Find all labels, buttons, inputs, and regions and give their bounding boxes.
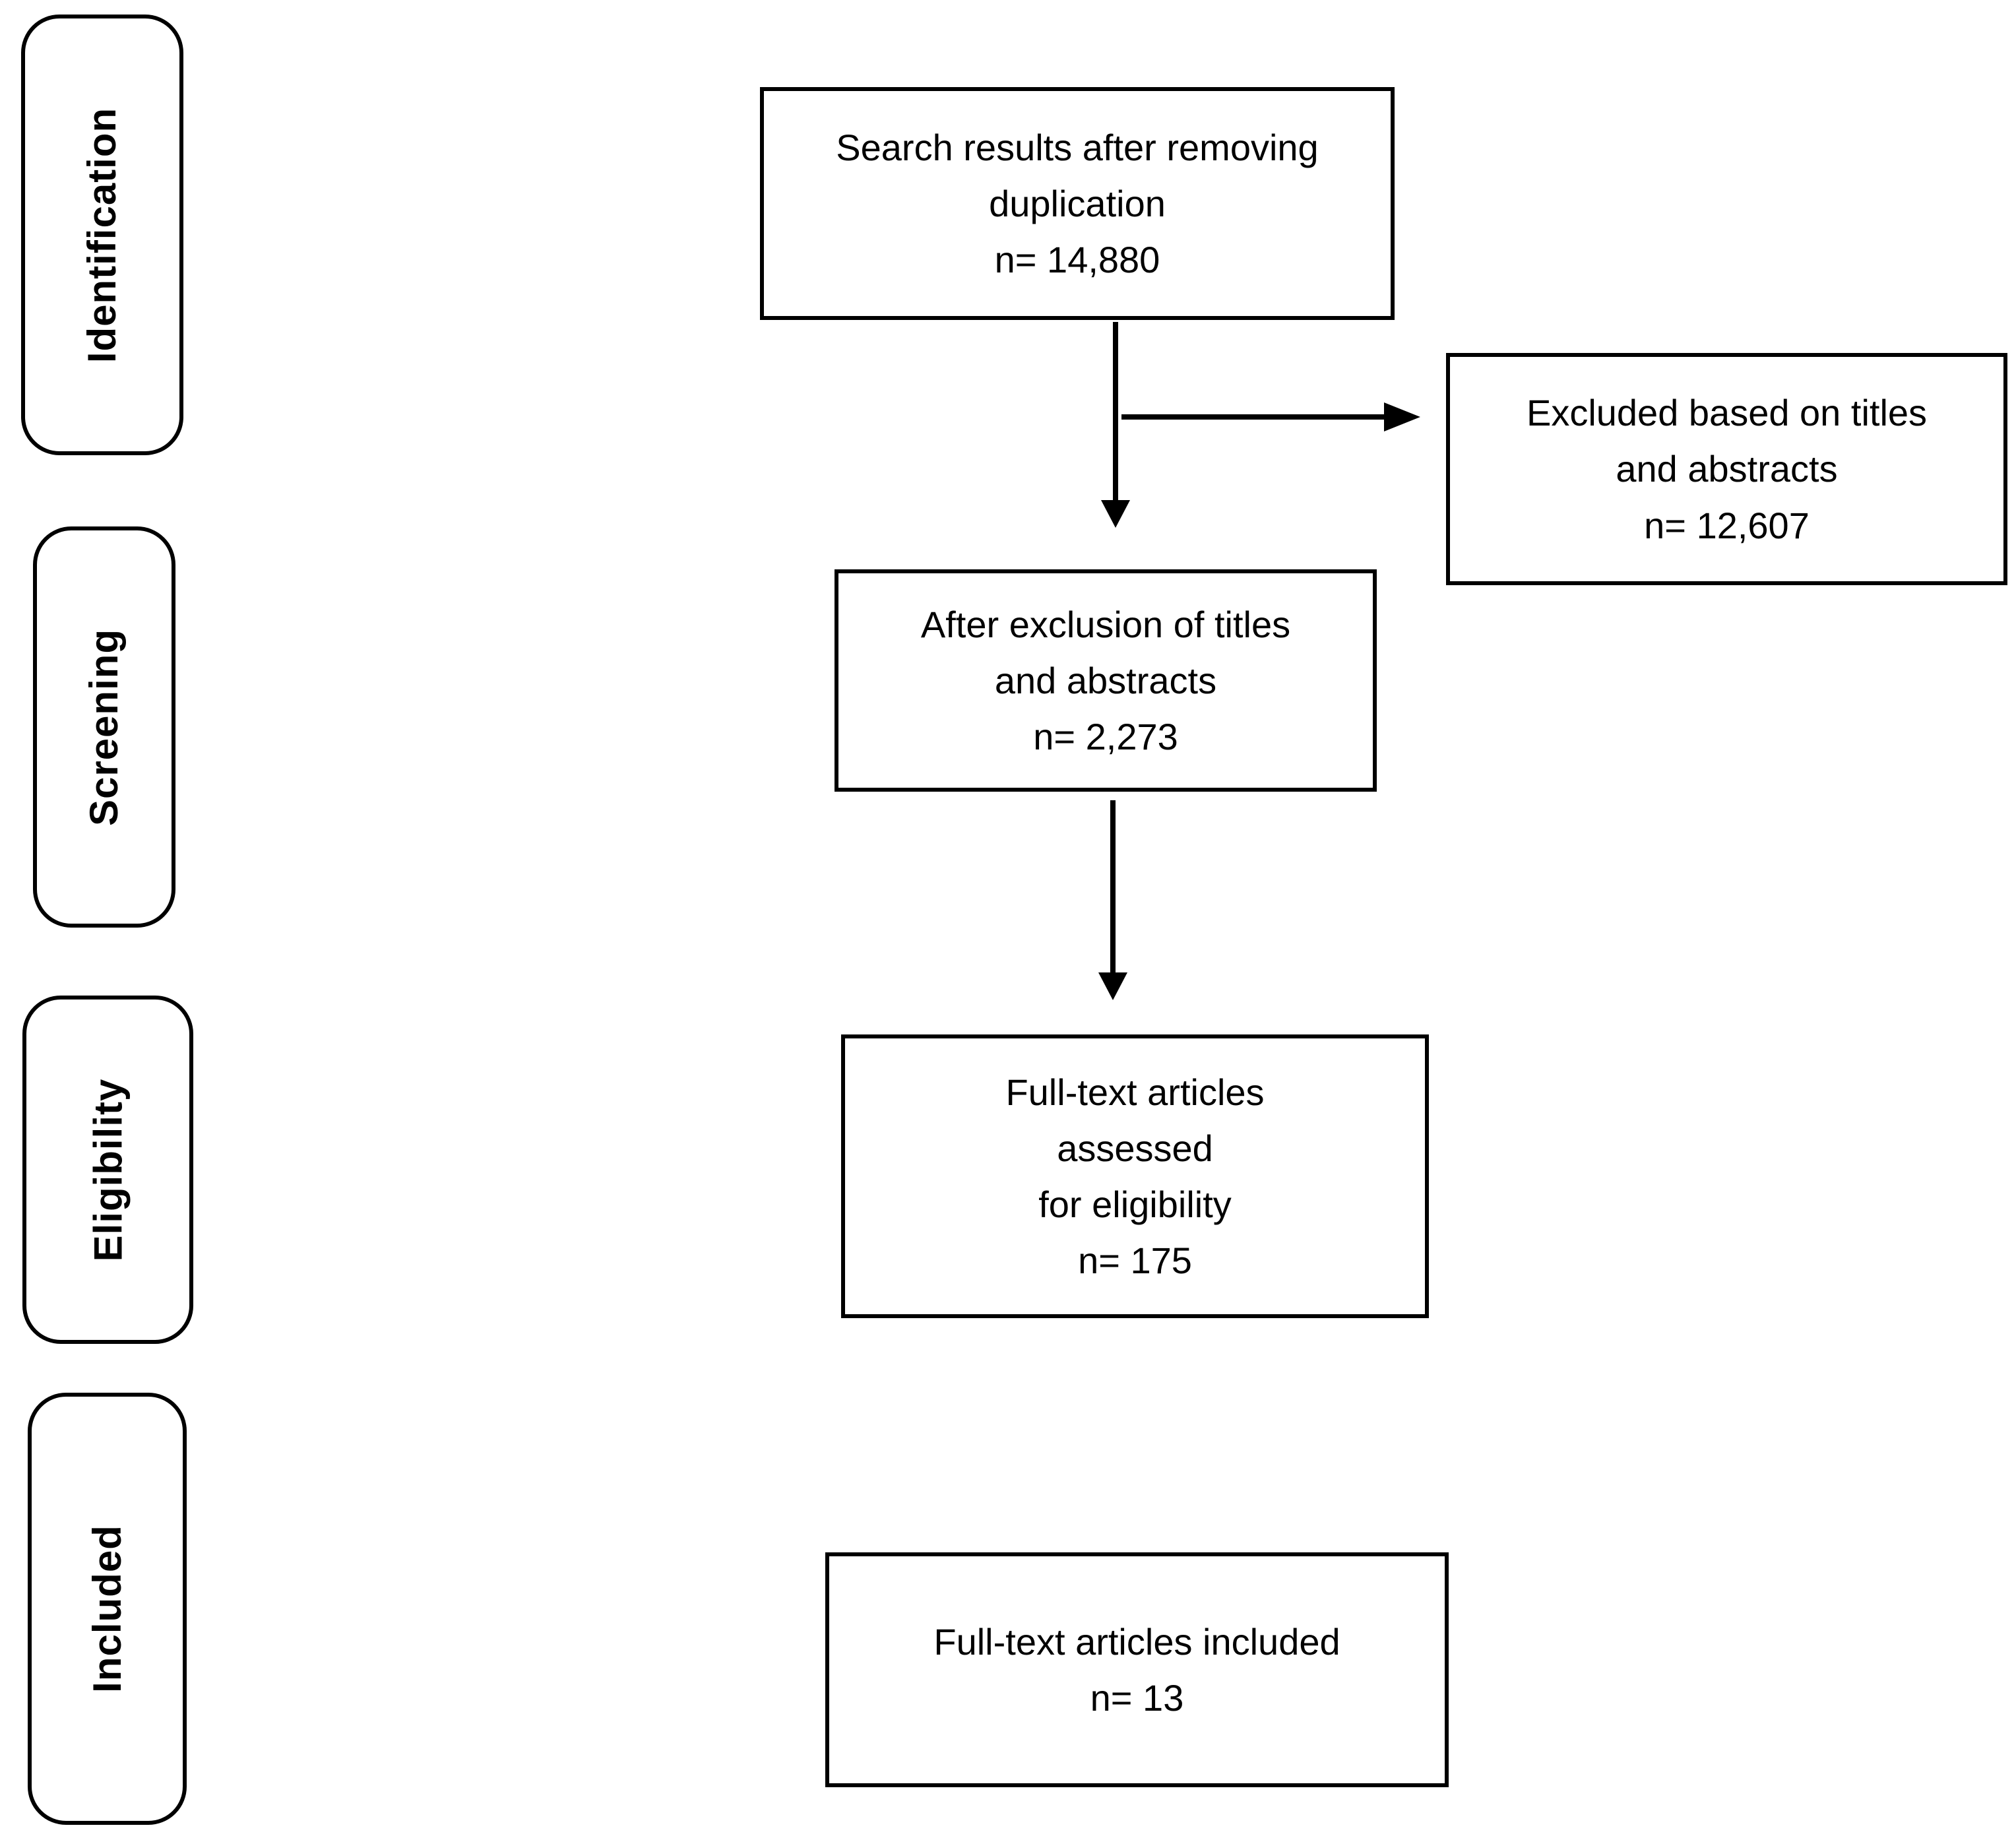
stage-pill-identification: Identification (21, 15, 183, 455)
arrow-screening-to-eligibility-head (1098, 972, 1127, 1000)
stage-label-screening: Screening (82, 628, 127, 826)
stage-pill-screening: Screening (33, 526, 175, 928)
arrow-branch-to-excluded-head (1384, 402, 1420, 431)
arrow-screening-to-eligibility-shaft (1110, 800, 1116, 972)
box-full-text-assessed: Full-text articles assessed for eligibil… (841, 1034, 1429, 1318)
box-full-text-assessed-text: Full-text articles assessed for eligibil… (1005, 1071, 1265, 1282)
stage-label-identification: Identification (80, 107, 125, 363)
stage-label-eligibility: Eligibility (86, 1078, 131, 1261)
arrow-branch-to-excluded-shaft (1121, 414, 1385, 420)
box-excluded-text: Excluded based on titles and abstracts n… (1526, 392, 1928, 546)
box-after-exclusion-text: After exclusion of titles and abstracts … (920, 603, 1291, 758)
arrow-search-to-screening-head (1101, 500, 1130, 528)
box-search-results: Search results after removing duplicatio… (760, 87, 1395, 320)
box-search-results-text: Search results after removing duplicatio… (836, 126, 1319, 281)
box-excluded: Excluded based on titles and abstracts n… (1446, 353, 2007, 585)
stage-label-included: Included (85, 1525, 129, 1693)
box-full-text-included: Full-text articles included n= 13 (825, 1552, 1449, 1787)
box-full-text-included-text: Full-text articles included n= 13 (933, 1620, 1340, 1719)
box-after-exclusion: After exclusion of titles and abstracts … (835, 569, 1377, 792)
stage-pill-eligibility: Eligibility (22, 996, 193, 1344)
arrow-search-to-screening-shaft (1113, 322, 1118, 501)
stage-pill-included: Included (28, 1393, 187, 1825)
